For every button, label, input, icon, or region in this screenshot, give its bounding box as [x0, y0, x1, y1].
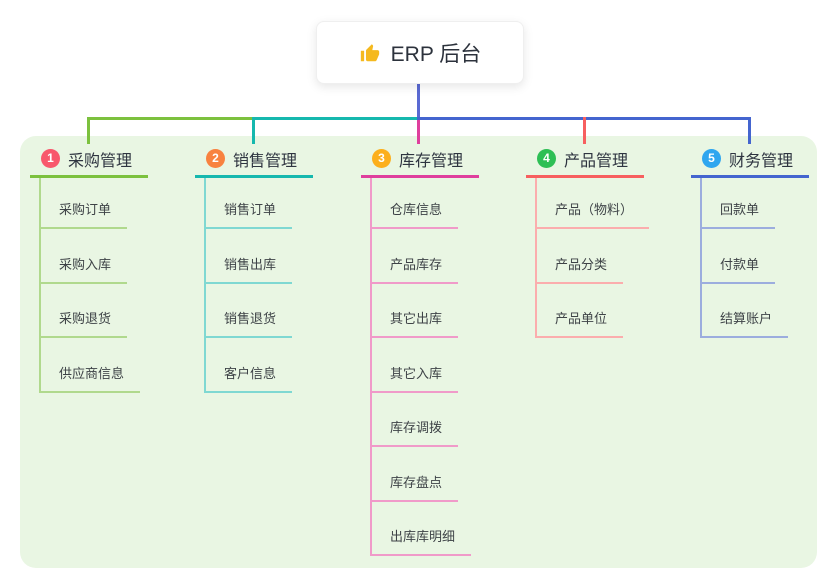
- branch-children: 仓库信息 产品库存 其它出库 其它入库 库存调拨 库存盘点 出库库明细: [370, 178, 479, 556]
- branch-node-sales[interactable]: 2 销售管理: [195, 145, 313, 178]
- child-node[interactable]: 销售退货: [206, 308, 293, 338]
- branch-node-inventory[interactable]: 3 库存管理: [361, 145, 479, 178]
- branch-inventory: 3 库存管理 仓库信息 产品库存 其它出库 其它入库 库存调拨 库存盘点 出库库…: [361, 145, 479, 556]
- child-node[interactable]: 产品库存: [372, 254, 459, 284]
- drop-line-product: [583, 117, 586, 144]
- child-node[interactable]: 销售订单: [206, 199, 293, 229]
- child-node[interactable]: 回款单: [702, 199, 776, 229]
- branch-children: 采购订单 采购入库 采购退货 供应商信息: [39, 178, 148, 393]
- child-row: 产品单位: [537, 284, 649, 338]
- child-row: 产品（物料）: [537, 178, 650, 229]
- root-node[interactable]: ERP 后台: [316, 21, 524, 84]
- child-node[interactable]: 产品（物料）: [537, 199, 650, 229]
- branch-children: 回款单 付款单 结算账户: [700, 178, 809, 338]
- child-node[interactable]: 供应商信息: [41, 363, 141, 393]
- child-node[interactable]: 采购订单: [41, 199, 128, 229]
- child-row: 其它出库: [372, 284, 479, 338]
- branch-label: 采购管理: [68, 152, 133, 170]
- branch-label: 产品管理: [564, 152, 629, 170]
- mindmap-background-panel: [20, 136, 817, 568]
- child-row: 产品分类: [537, 229, 649, 284]
- drop-line-finance: [748, 117, 751, 144]
- child-row: 结算账户: [702, 284, 809, 338]
- branch-label: 库存管理: [399, 152, 464, 170]
- child-row: 付款单: [702, 229, 809, 284]
- child-row: 采购退货: [41, 284, 148, 338]
- root-connector-line: [417, 84, 420, 120]
- child-node[interactable]: 产品单位: [537, 308, 624, 338]
- child-node[interactable]: 结算账户: [702, 308, 789, 338]
- child-row: 供应商信息: [41, 338, 148, 393]
- branch-children: 销售订单 销售出库 销售退货 客户信息: [204, 178, 313, 393]
- child-node[interactable]: 库存盘点: [372, 472, 459, 502]
- badge-5-icon: 5: [702, 149, 721, 168]
- child-row: 销售订单: [206, 178, 313, 229]
- child-row: 其它入库: [372, 338, 479, 393]
- child-node[interactable]: 采购入库: [41, 254, 128, 284]
- child-row: 销售退货: [206, 284, 313, 338]
- child-row: 库存调拨: [372, 393, 479, 447]
- child-node[interactable]: 出库库明细: [372, 526, 472, 556]
- child-row: 仓库信息: [372, 178, 479, 229]
- child-node[interactable]: 销售出库: [206, 254, 293, 284]
- child-row: 产品库存: [372, 229, 479, 284]
- branch-children: 产品（物料） 产品分类 产品单位: [535, 178, 650, 338]
- branch-purchase: 1 采购管理 采购订单 采购入库 采购退货 供应商信息: [30, 145, 148, 393]
- child-node[interactable]: 库存调拨: [372, 417, 459, 447]
- child-row: 采购订单: [41, 178, 148, 229]
- badge-1-icon: 1: [41, 149, 60, 168]
- thumbs-up-icon: [359, 42, 381, 64]
- child-node[interactable]: 其它出库: [372, 308, 459, 338]
- badge-2-icon: 2: [206, 149, 225, 168]
- branch-product: 4 产品管理 产品（物料） 产品分类 产品单位: [526, 145, 650, 338]
- badge-4-icon: 4: [537, 149, 556, 168]
- branch-label: 财务管理: [729, 152, 794, 170]
- child-node[interactable]: 客户信息: [206, 363, 293, 393]
- badge-3-icon: 3: [372, 149, 391, 168]
- connector-segment-purchase: [88, 117, 254, 120]
- branch-node-finance[interactable]: 5 财务管理: [691, 145, 809, 178]
- child-node[interactable]: 仓库信息: [372, 199, 459, 229]
- child-node[interactable]: 采购退货: [41, 308, 128, 338]
- branch-sales: 2 销售管理 销售订单 销售出库 销售退货 客户信息: [195, 145, 313, 393]
- branch-node-product[interactable]: 4 产品管理: [526, 145, 644, 178]
- root-node-label: ERP 后台: [390, 42, 482, 66]
- branch-node-purchase[interactable]: 1 采购管理: [30, 145, 148, 178]
- child-node[interactable]: 付款单: [702, 254, 776, 284]
- child-row: 采购入库: [41, 229, 148, 284]
- child-row: 出库库明细: [372, 502, 479, 556]
- drop-line-inventory: [417, 120, 420, 144]
- child-row: 库存盘点: [372, 447, 479, 502]
- drop-line-sales: [252, 117, 255, 144]
- branch-finance: 5 财务管理 回款单 付款单 结算账户: [691, 145, 809, 338]
- child-row: 销售出库: [206, 229, 313, 284]
- connector-segment-sales: [253, 117, 419, 120]
- child-node[interactable]: 产品分类: [537, 254, 624, 284]
- child-node[interactable]: 其它入库: [372, 363, 459, 393]
- child-row: 回款单: [702, 178, 809, 229]
- drop-line-purchase: [87, 117, 90, 144]
- branch-label: 销售管理: [233, 152, 298, 170]
- child-row: 客户信息: [206, 338, 313, 393]
